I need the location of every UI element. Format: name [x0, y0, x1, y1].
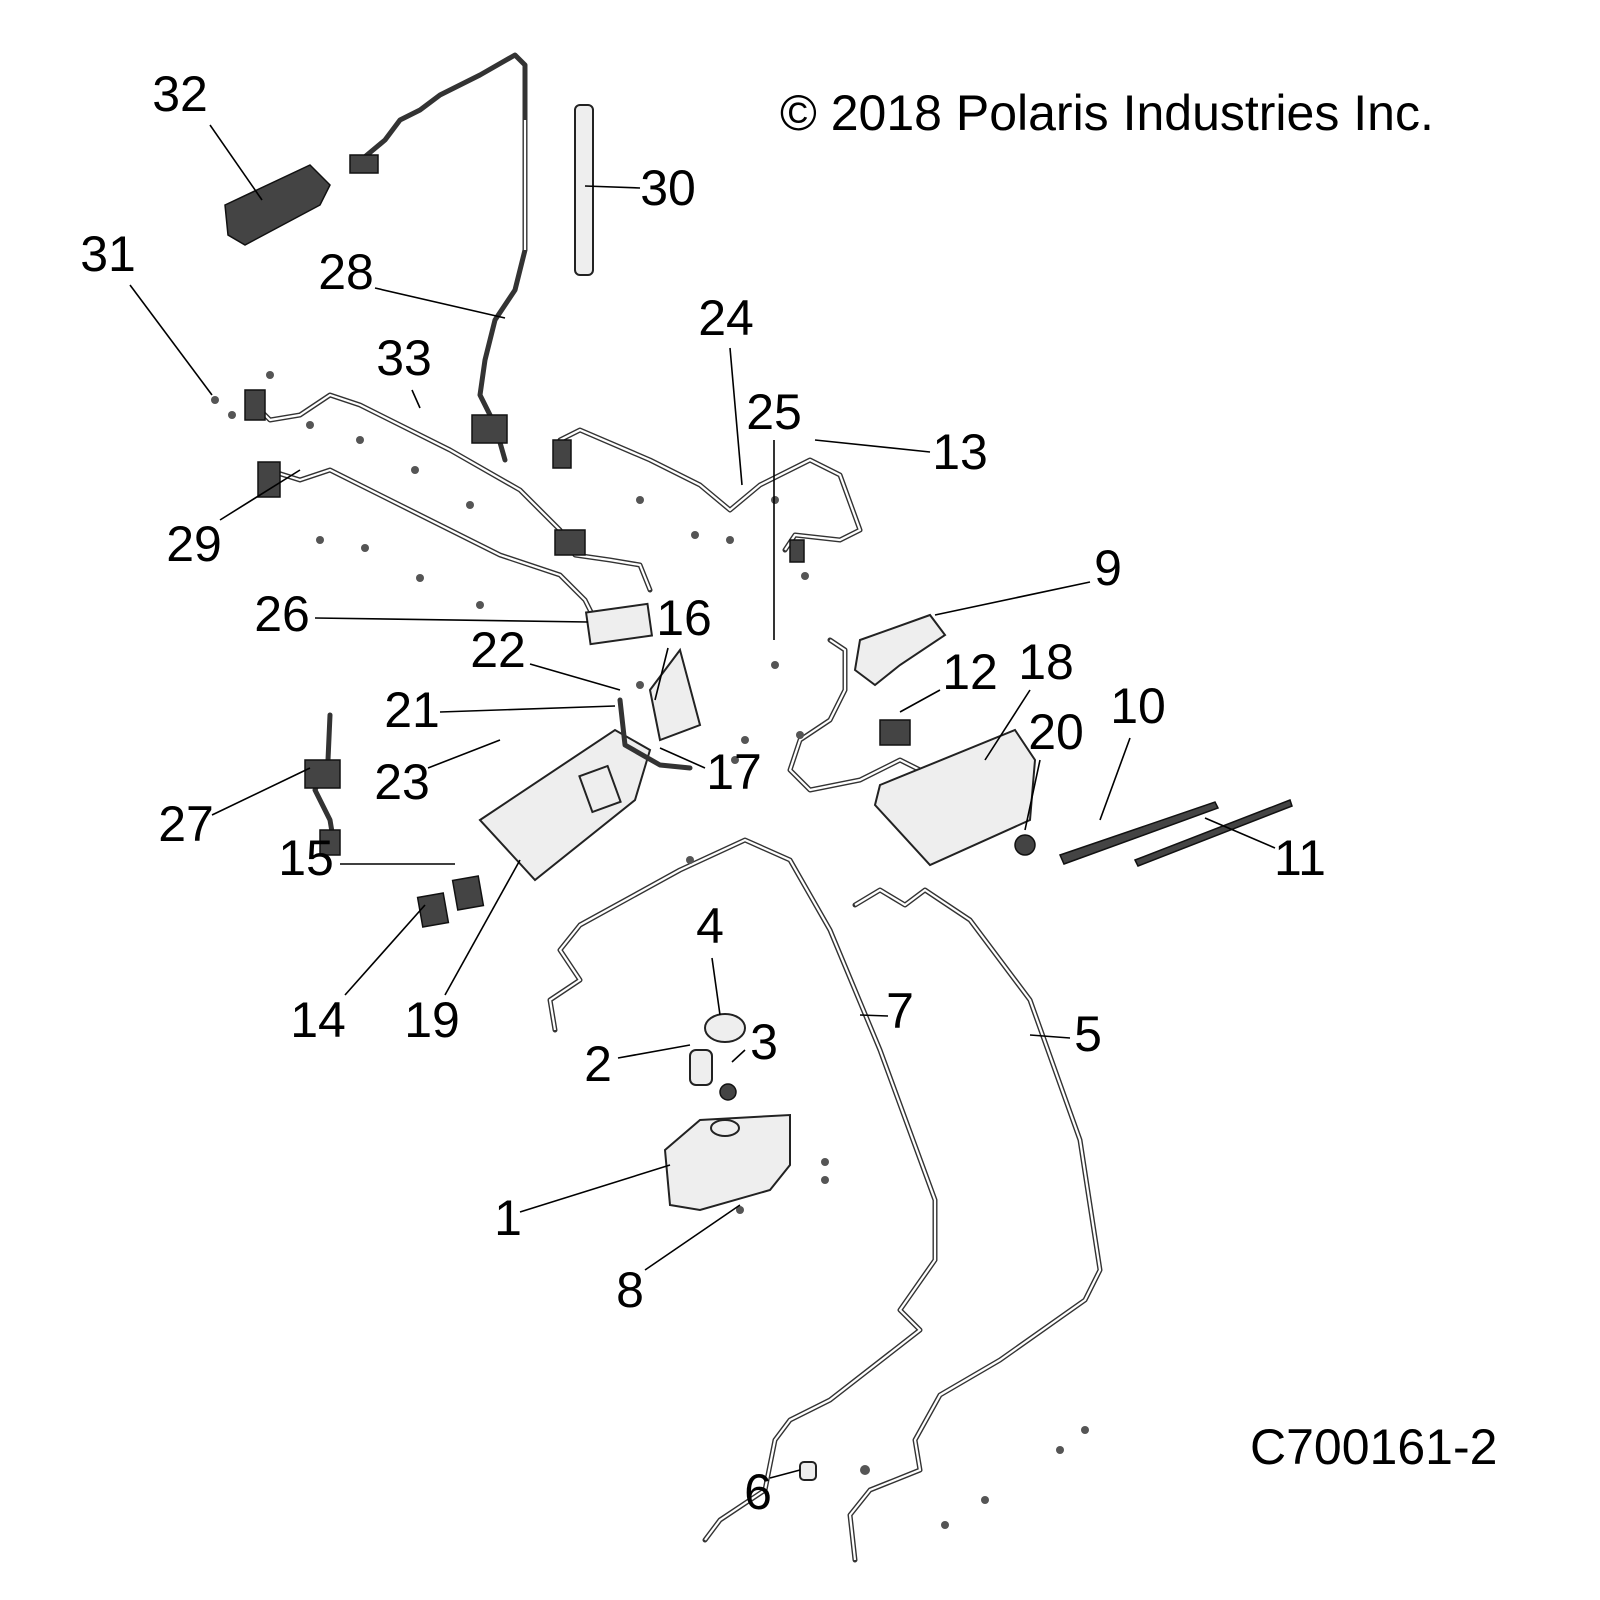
leader-line-19	[444, 859, 521, 996]
callout-7: 7	[886, 983, 914, 1039]
callout-8: 8	[616, 1262, 644, 1318]
part-2-pump	[689, 1049, 713, 1086]
part-28-harness	[349, 52, 528, 463]
part-17-cable	[617, 697, 693, 771]
part-6-clip	[799, 1461, 817, 1481]
part-33-harness	[244, 389, 653, 593]
leader-lines	[129, 124, 1276, 1479]
copyright-notice: © 2018 Polaris Industries Inc.	[780, 85, 1434, 141]
callout-13: 13	[932, 424, 988, 480]
leader-line-30	[584, 185, 641, 189]
part-14-switch	[416, 892, 450, 928]
callout-30: 30	[640, 160, 696, 216]
callout-20: 20	[1028, 704, 1084, 760]
leader-line-26	[314, 617, 589, 623]
callout-1: 1	[494, 1190, 522, 1246]
callout-17: 17	[706, 744, 762, 800]
leader-line-6	[769, 1469, 801, 1479]
callout-9: 9	[1094, 540, 1122, 596]
leader-line-12	[899, 689, 941, 713]
parts-illustration	[211, 52, 1293, 1563]
callout-11: 11	[1274, 830, 1326, 886]
callout-29: 29	[166, 516, 222, 572]
leader-line-16	[654, 647, 669, 701]
callout-5: 5	[1074, 1006, 1102, 1062]
part-30-tube	[574, 104, 594, 276]
callout-33: 33	[376, 330, 432, 386]
leader-line-17	[659, 747, 706, 769]
callout-18: 18	[1018, 634, 1074, 690]
callout-14: 14	[290, 992, 346, 1048]
callout-12: 12	[942, 644, 998, 700]
leader-line-32	[209, 124, 263, 201]
callout-16: 16	[656, 590, 712, 646]
callout-21: 21	[384, 682, 440, 738]
leader-line-31	[129, 284, 213, 396]
part-13-harness	[552, 427, 863, 563]
leader-line-2	[617, 1044, 691, 1059]
part-19-panel	[478, 728, 652, 882]
part-1-reservoir	[663, 1113, 791, 1212]
callout-2: 2	[584, 1036, 612, 1092]
leader-line-7	[859, 1014, 889, 1017]
leader-line-18	[984, 689, 1031, 761]
part-9-wiper-motor	[787, 613, 947, 793]
callout-4: 4	[696, 898, 724, 954]
leader-line-27	[211, 767, 311, 816]
part-3-grommet	[719, 1083, 737, 1101]
leader-line-28	[374, 287, 506, 319]
callout-24: 24	[698, 290, 754, 346]
part-16-cover	[648, 647, 702, 742]
callout-27: 27	[158, 796, 214, 852]
leader-line-5	[1029, 1034, 1071, 1039]
leader-line-3	[731, 1049, 746, 1063]
leader-line-11	[1204, 817, 1276, 849]
callout-31: 31	[80, 226, 136, 282]
diagram-id: C700161-2	[1250, 1419, 1498, 1475]
callout-25: 25	[746, 384, 802, 440]
part-11-wiper-blade	[1133, 799, 1293, 867]
leader-line-33	[411, 389, 421, 409]
callout-3: 3	[750, 1014, 778, 1070]
leader-line-22	[529, 663, 621, 691]
leader-line-9	[934, 581, 1091, 616]
callout-28: 28	[318, 244, 374, 300]
part-15-switch	[451, 875, 485, 911]
callout-19: 19	[404, 992, 460, 1048]
callout-10: 10	[1110, 678, 1166, 734]
callout-6: 6	[744, 1464, 772, 1520]
leader-line-20	[1024, 759, 1041, 831]
part-32-switch-panel	[224, 164, 331, 246]
panel-switch-openings	[578, 764, 622, 814]
leader-line-23	[427, 739, 501, 769]
part-27-harness	[304, 712, 341, 856]
leader-line-13	[814, 439, 931, 453]
part-26-module	[584, 602, 654, 646]
callout-22: 22	[470, 622, 526, 678]
leader-line-10	[1099, 737, 1131, 821]
part-20-nut	[1014, 834, 1036, 856]
callout-15: 15	[278, 830, 334, 886]
part-29-harness	[257, 461, 598, 623]
part-18-panel	[873, 728, 1037, 867]
callout-26: 26	[254, 586, 310, 642]
part-4-cap	[704, 1013, 746, 1043]
leader-line-29	[219, 469, 301, 521]
leader-line-21	[439, 705, 616, 713]
part-10-wiper-arm	[1058, 801, 1220, 865]
callout-23: 23	[374, 754, 430, 810]
leader-line-24	[729, 347, 743, 486]
leader-line-1	[519, 1164, 671, 1213]
leader-line-4	[711, 957, 721, 1016]
callout-32: 32	[152, 66, 208, 122]
leader-line-8	[644, 1204, 741, 1271]
fasteners	[211, 371, 1089, 1529]
leader-line-14	[344, 904, 426, 996]
